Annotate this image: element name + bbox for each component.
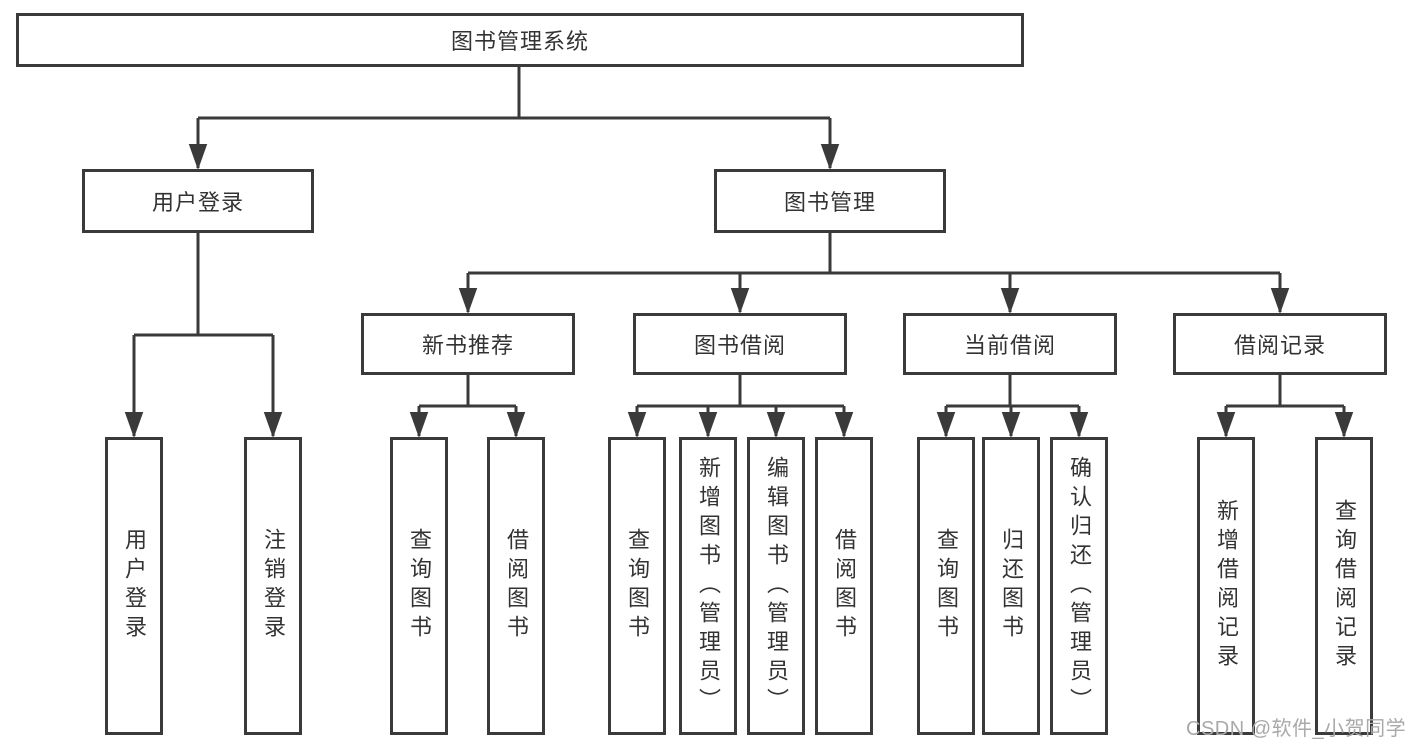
node-label: 图书管理系统 — [450, 29, 589, 54]
connector-trunks — [134, 67, 1344, 408]
node-book-management: 图书管理 — [714, 169, 946, 233]
node-return-books: 归还图书 — [982, 437, 1040, 735]
node-user-login: 用户登录 — [82, 169, 314, 233]
node-label: 查询借阅记录 — [1332, 499, 1357, 673]
node-label: 查询图书 — [934, 528, 959, 644]
node-add-borrow-record: 新增借阅记录 — [1197, 437, 1255, 735]
node-book-borrowing: 图书借阅 — [633, 313, 847, 375]
node-label: 查询图书 — [407, 528, 432, 644]
node-label: 编辑图书（管理员） — [764, 455, 789, 717]
node-label: 用户登录 — [151, 190, 244, 215]
node-label: 查询图书 — [625, 528, 650, 644]
node-label: 新增图书（管理员） — [696, 455, 721, 717]
node-label: 借阅图书 — [504, 528, 529, 644]
node-label: 新书推荐 — [421, 333, 514, 358]
node-new-book-recommend: 新书推荐 — [361, 313, 575, 375]
node-label: 注销登录 — [261, 528, 286, 644]
node-logout: 注销登录 — [244, 437, 302, 735]
node-label: 归还图书 — [999, 528, 1024, 644]
node-borrow-books-recommend: 借阅图书 — [487, 437, 545, 735]
node-query-books-borrowing: 查询图书 — [608, 437, 666, 735]
node-label: 借阅图书 — [832, 528, 857, 644]
node-add-books-admin: 新增图书（管理员） — [679, 437, 737, 735]
node-current-borrowing: 当前借阅 — [903, 313, 1117, 375]
node-query-books-current: 查询图书 — [917, 437, 975, 735]
node-edit-books-admin: 编辑图书（管理员） — [747, 437, 805, 735]
node-label: 新增借阅记录 — [1214, 499, 1239, 673]
node-borrow-books: 借阅图书 — [815, 437, 873, 735]
node-library-system: 图书管理系统 — [16, 13, 1024, 67]
node-label: 借阅记录 — [1233, 333, 1326, 358]
watermark: CSDN @软件_小贺同学 — [1186, 718, 1405, 740]
node-label: 图书借阅 — [693, 333, 786, 358]
connector-arrows — [124, 118, 1354, 438]
node-borrowing-records: 借阅记录 — [1173, 313, 1387, 375]
node-confirm-return-admin: 确认归还（管理员） — [1050, 437, 1108, 735]
node-label: 用户登录 — [122, 528, 147, 644]
node-label: 当前借阅 — [963, 333, 1056, 358]
node-label: 确认归还（管理员） — [1067, 455, 1092, 717]
node-user-login-leaf: 用户登录 — [105, 437, 163, 735]
node-query-books-recommend: 查询图书 — [390, 437, 448, 735]
node-label: 图书管理 — [783, 190, 876, 215]
node-query-borrow-record: 查询借阅记录 — [1315, 437, 1373, 735]
